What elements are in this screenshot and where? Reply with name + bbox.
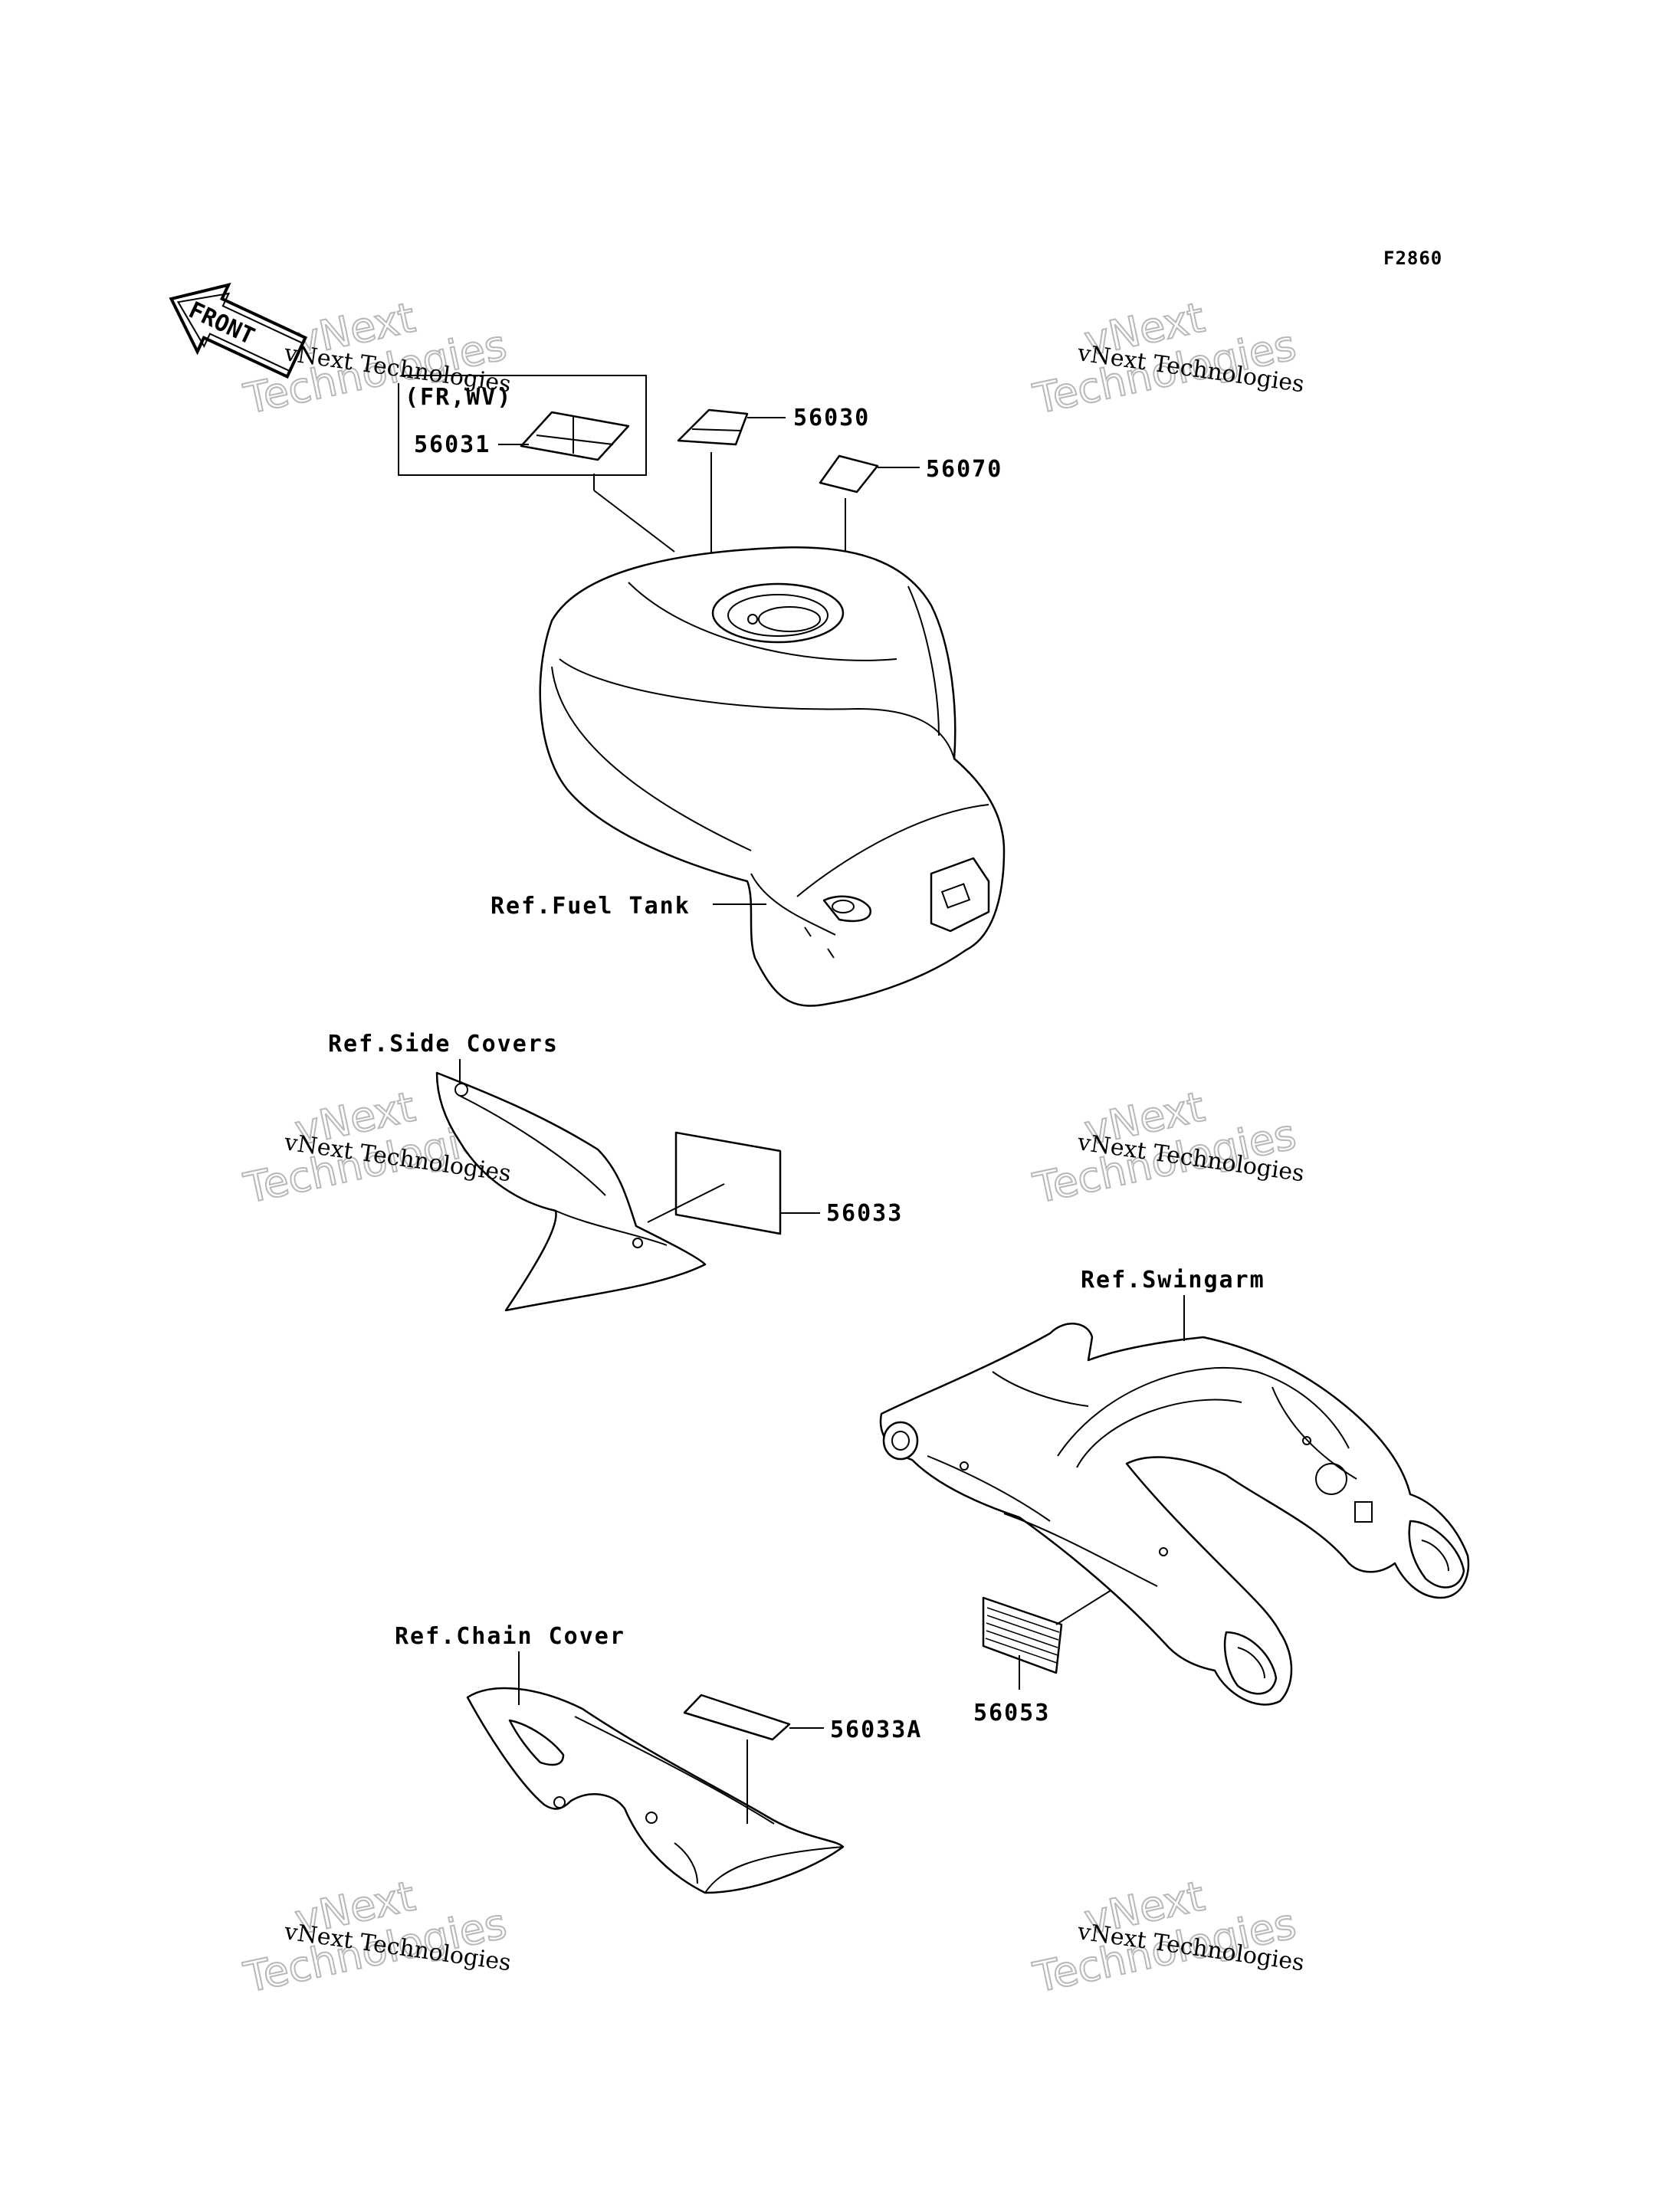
label-ref-side-covers: Ref.Side Covers xyxy=(328,1031,559,1058)
label-56031: 56031 xyxy=(414,431,491,458)
decal-56033 xyxy=(674,1131,782,1235)
label-56030: 56030 xyxy=(793,405,870,431)
decal-56033a xyxy=(683,1694,791,1741)
part-56033a-group: 56033A xyxy=(683,1694,922,1824)
watermark-2: vNext Technologies xyxy=(1029,293,1301,425)
part-56053-group: 56053 xyxy=(973,1589,1112,1726)
watermark-4: vNext Technologies xyxy=(1029,1082,1301,1214)
filler-cap xyxy=(711,582,845,644)
front-arrow-icon: FRONT xyxy=(169,282,308,379)
label-56033: 56033 xyxy=(826,1200,903,1227)
part-56033-group: 56033 xyxy=(647,1131,903,1235)
label-56070: 56070 xyxy=(926,456,1002,483)
figure-code: F2860 xyxy=(1383,248,1442,269)
swingarm-pivot xyxy=(882,1421,919,1461)
watermark-6: vNext Technologies xyxy=(1029,1871,1301,2003)
decal-56030 xyxy=(677,408,749,446)
bracket-box xyxy=(398,375,647,476)
label-ref-swingarm: Ref.Swingarm xyxy=(1081,1267,1265,1294)
part-56070-group: 56070 xyxy=(819,454,1002,644)
decal-56070 xyxy=(819,454,879,494)
label-56033a: 56033A xyxy=(830,1717,922,1743)
label-ref-chain-cover: Ref.Chain Cover xyxy=(395,1623,625,1650)
decal-56031 xyxy=(520,411,630,461)
part-56031-group: 56031 (FR,WV) xyxy=(398,375,675,553)
label-ref-fuel-tank: Ref.Fuel Tank xyxy=(491,893,691,920)
swingarm: Ref.Swingarm xyxy=(879,1267,1470,1706)
fuel-tank: Ref.Fuel Tank xyxy=(491,546,1006,1007)
leader-56033 xyxy=(647,1183,725,1223)
chain-cover: Ref.Chain Cover xyxy=(395,1623,845,1894)
label-56031-note: (FR,WV) xyxy=(405,384,512,411)
label-56053: 56053 xyxy=(973,1700,1050,1726)
tank-bracket xyxy=(930,857,990,933)
leader-56053 xyxy=(1055,1589,1112,1625)
part-56030-group: 56030 xyxy=(677,405,870,582)
side-cover: Ref.Side Covers xyxy=(328,1031,707,1312)
watermark-5: vNext Technologies xyxy=(239,1871,511,2003)
